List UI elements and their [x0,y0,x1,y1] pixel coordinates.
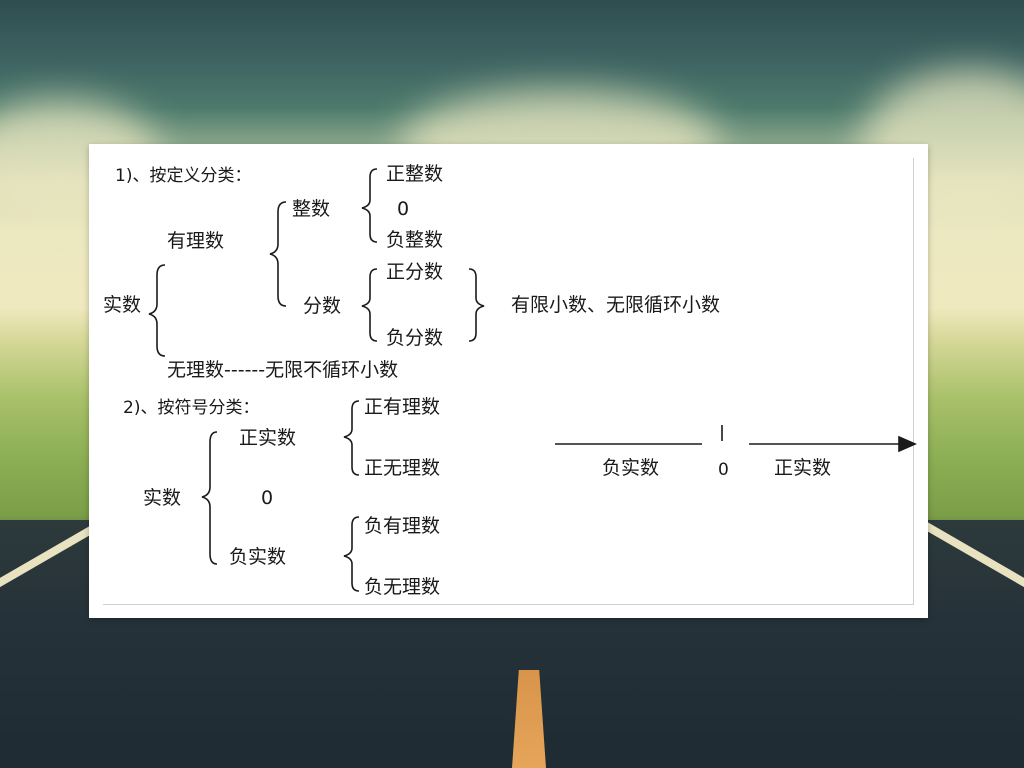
bracket-rational [269,201,287,307]
bracket-integer [361,168,378,243]
negative-irrational-label: 负无理数 [364,576,441,598]
zero-label: 0 [397,198,410,220]
bracket-positive-real [343,400,360,476]
zero-sign-label: 0 [261,487,274,509]
number-line-zero-label: 0 [718,460,729,480]
number-line-arrow [898,435,917,453]
negative-integer-label: 负整数 [386,229,444,251]
bracket-real-definition [148,264,166,357]
negative-real-label: 负实数 [229,546,287,568]
bracket-real-sign [201,431,218,565]
bracket-lines [148,168,917,592]
real-number-label: 实数 [103,294,142,316]
positive-real-label: 正实数 [239,427,297,449]
positive-integer-label: 正整数 [386,163,444,185]
bracket-negative-real [343,516,360,592]
card-inner-frame [103,158,914,605]
real-number-sign-label: 实数 [143,487,182,509]
integer-label: 整数 [292,198,331,220]
irrational-number-label: 无理数------无限不循环小数 [167,359,399,381]
negative-rational-label: 负有理数 [364,515,441,537]
positive-irrational-label: 正无理数 [364,457,441,479]
road-center-line [512,670,546,768]
classification-card: 1)、按定义分类： 实数 有理数 整数 正整数 0 负整数 分数 正分数 负分数… [89,144,928,618]
number-line-negative-label: 负实数 [602,457,660,479]
rational-number-label: 有理数 [167,230,225,252]
section2-heading: 2)、按符号分类： [123,398,260,418]
bracket-fraction-right [468,268,485,342]
fraction-label: 分数 [303,295,342,317]
section1-heading: 1)、按定义分类： [115,166,252,186]
number-line-positive-label: 正实数 [774,457,832,479]
positive-rational-label: 正有理数 [364,396,441,418]
positive-fraction-label: 正分数 [386,261,444,283]
fraction-note: 有限小数、无限循环小数 [511,294,721,316]
negative-fraction-label: 负分数 [386,327,444,349]
bracket-fraction-left [361,268,378,342]
